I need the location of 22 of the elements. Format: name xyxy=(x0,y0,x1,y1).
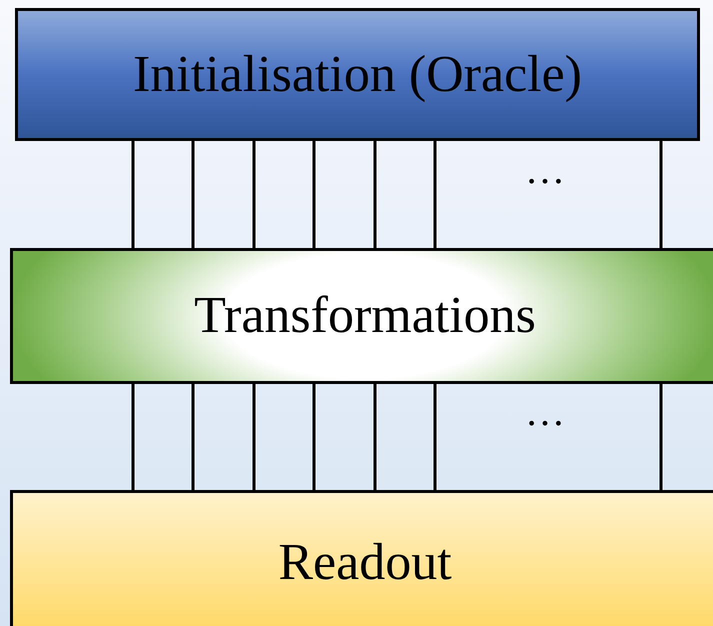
connector-line xyxy=(374,384,376,490)
connector-line xyxy=(192,384,194,490)
band-title: Initialisation (Oracle) xyxy=(132,48,582,100)
band-title: Readout xyxy=(278,536,452,588)
layer-band xyxy=(10,248,713,384)
connector-line xyxy=(132,384,134,490)
connector-line xyxy=(252,141,256,248)
connector-line xyxy=(312,141,316,248)
connector-line xyxy=(312,384,316,490)
layer-band xyxy=(10,490,713,626)
connector-line xyxy=(132,141,134,248)
connector-line xyxy=(434,141,436,248)
connector-line xyxy=(252,384,256,490)
layer-band xyxy=(15,8,700,141)
connector-line xyxy=(192,141,194,248)
band-title: Transformations xyxy=(194,290,536,342)
connector-line xyxy=(660,141,662,248)
connector-line xyxy=(434,384,436,490)
ellipsis-label: … xyxy=(525,392,565,432)
connector-line xyxy=(660,384,662,490)
connector-line xyxy=(374,141,376,248)
ellipsis-label: … xyxy=(525,150,565,190)
